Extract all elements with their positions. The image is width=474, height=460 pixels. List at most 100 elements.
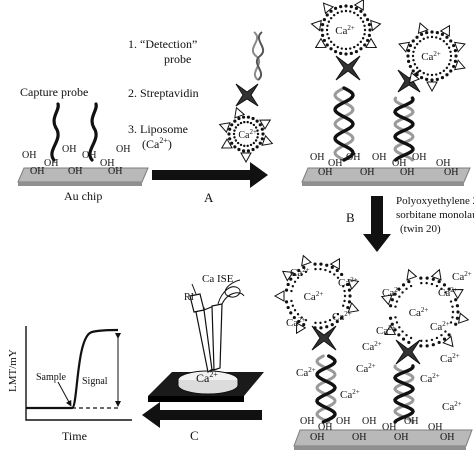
ise-electrodes xyxy=(189,293,223,373)
oh-label: OH xyxy=(412,152,426,163)
liposome: Ca2+ xyxy=(310,0,382,56)
oh-label: OH xyxy=(300,416,314,427)
detection-probe-icon xyxy=(251,31,265,81)
liposome-ion-label: Ca2+ xyxy=(335,24,355,37)
free-calcium-ion: Ca2+ xyxy=(420,372,440,385)
oh-label: OH xyxy=(108,166,122,177)
oh-label: OH xyxy=(362,416,376,427)
ri-label: RI xyxy=(184,292,194,303)
free-calcium-ion: Ca2+ xyxy=(340,388,360,401)
ise-label: Ca ISE xyxy=(202,273,234,285)
surfactant-line1: Polyoxyethylene 20 xyxy=(396,195,474,207)
dna-duplex xyxy=(393,364,415,424)
arrow-c xyxy=(142,402,262,428)
graph-xlabel: Time xyxy=(62,429,87,443)
arrow-b xyxy=(363,196,391,252)
reagent-3-line1: 3. Liposome xyxy=(128,122,188,136)
liposome-ion-label: Ca2+ xyxy=(304,290,324,303)
oh-label: OH xyxy=(444,167,458,178)
au-chip-step1 xyxy=(17,167,149,186)
oh-label: OH xyxy=(116,144,130,155)
oh-label: OH xyxy=(336,416,350,427)
liposome-ion-label: Ca2+ xyxy=(421,50,441,63)
capture-probe-label: Capture probe xyxy=(20,85,88,99)
reagent-3-open: (Ca xyxy=(142,137,160,151)
oh-label: OH xyxy=(428,422,442,433)
arrow-a xyxy=(152,162,268,188)
oh-label: OH xyxy=(394,432,408,443)
graph-sample-label: Sample xyxy=(36,372,67,383)
liposome: Ca2+ xyxy=(398,22,466,93)
lysed-liposomes-step3: Ca2+Ca2+ xyxy=(273,254,470,348)
arrow-a-label: A xyxy=(204,190,214,205)
dna-duplex xyxy=(315,354,337,424)
sample-ion-charge: 2+ xyxy=(209,370,218,379)
surfactant-line3: (twin 20) xyxy=(400,223,441,235)
au-chip-step2 xyxy=(301,167,471,186)
streptavidin-step3 xyxy=(311,325,421,365)
dna-duplexes-step2 xyxy=(333,86,415,162)
oh-label: OH xyxy=(68,166,82,177)
oh-label: OH xyxy=(352,432,366,443)
electrode-cables xyxy=(191,279,245,305)
dna-duplex xyxy=(393,96,415,162)
reagent-1-line2: probe xyxy=(164,52,191,66)
oh-label: OH xyxy=(82,150,96,161)
dna-duplex xyxy=(333,86,355,162)
free-calcium-ion: Ca2+ xyxy=(362,340,382,353)
dna-duplexes-step3 xyxy=(315,354,415,424)
liposome-ion-label: Ca2+ xyxy=(238,128,257,141)
liposome: Ca2+ xyxy=(218,106,274,164)
free-calcium-ion: Ca2+ xyxy=(442,400,462,413)
sample-ion-label: Ca2+ xyxy=(196,370,218,385)
oh-label: OH xyxy=(62,144,76,155)
free-calcium-ion: Ca2+ xyxy=(438,286,458,299)
measurement-platform xyxy=(148,370,264,402)
liposome-icon: Ca2+ xyxy=(218,106,274,164)
reagent-3-close: ) xyxy=(168,137,172,151)
oh-label: OH xyxy=(392,158,406,169)
oh-label: OH xyxy=(372,152,386,163)
liposome: Ca2+ xyxy=(380,268,470,348)
oh-label: OH xyxy=(440,432,454,443)
streptavidin-icon xyxy=(235,83,259,107)
oh-label: OH xyxy=(22,150,36,161)
oh-label: OH xyxy=(382,422,396,433)
free-calcium-ion: Ca2+ xyxy=(296,366,316,379)
oh-label: OH xyxy=(310,152,324,163)
oh-label: OH xyxy=(360,167,374,178)
free-calcium-ion: Ca2+ xyxy=(338,276,358,289)
oh-label: OH xyxy=(100,158,114,169)
liposome: Ca2+ xyxy=(273,254,360,335)
oh-label: OH xyxy=(310,432,324,443)
oh-label: OH xyxy=(318,422,332,433)
liposomes-step2: Ca2+ Ca2+ xyxy=(310,0,466,93)
free-calcium-ion: Ca2+ xyxy=(382,286,402,299)
liposome-ion-label: Ca2+ xyxy=(409,306,429,319)
oh-label: OH xyxy=(436,158,450,169)
free-calcium-ion: Ca2+ xyxy=(332,310,352,323)
free-calcium-ion: Ca2+ xyxy=(440,352,460,365)
free-calcium-ion: Ca2+ xyxy=(452,270,472,283)
reagent-3-line2: (Ca2+) xyxy=(142,136,172,151)
released-calcium-ions: Ca2+Ca2+Ca2+Ca2+Ca2+Ca2+Ca2+Ca2+Ca2+Ca2+… xyxy=(286,266,472,413)
free-calcium-ion: Ca2+ xyxy=(290,266,310,279)
capture-probe-strands xyxy=(50,102,98,162)
oh-label: OH xyxy=(404,416,418,427)
oh-label: OH xyxy=(30,166,44,177)
arrow-c-label: C xyxy=(190,428,199,443)
oh-label: OH xyxy=(400,167,414,178)
oh-label: OH xyxy=(328,158,342,169)
arrow-b-label: B xyxy=(346,210,355,225)
sample-ion-symbol: Ca xyxy=(196,371,210,385)
oh-label: OH xyxy=(44,158,58,169)
reagent-3-sup: 2+ xyxy=(159,136,168,145)
free-calcium-ion: Ca2+ xyxy=(430,320,450,333)
free-calcium-ion: Ca2+ xyxy=(376,324,396,337)
oh-label: OH xyxy=(318,167,332,178)
response-graph xyxy=(25,326,132,421)
oh-label: OH xyxy=(346,152,360,163)
